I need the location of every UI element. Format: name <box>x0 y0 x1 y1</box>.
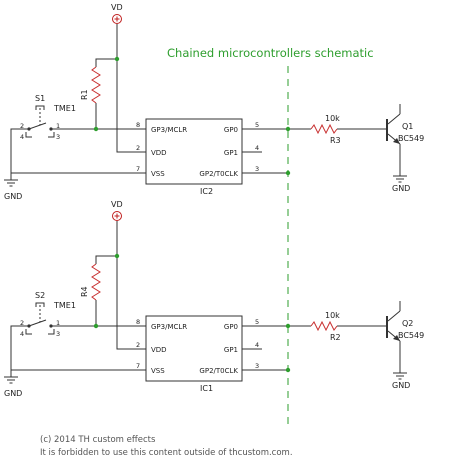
resistor-zigzag <box>310 123 338 135</box>
ground-icon <box>4 179 18 187</box>
usage-notice: It is forbidden to use this content outs… <box>40 448 293 458</box>
ic-pin-name: GP2/T0CLK <box>199 170 238 178</box>
ic-pin-name: GP1 <box>224 346 238 354</box>
junction-dot <box>285 367 291 373</box>
ic-pin-number: 4 <box>255 144 259 152</box>
pushbutton-switch <box>25 302 55 335</box>
switch-pin: 3 <box>56 133 60 141</box>
ic-pin-name: GP0 <box>224 323 238 331</box>
copyright-line: (c) 2014 TH custom effects <box>40 435 156 445</box>
ic-pin-name: GP1 <box>224 149 238 157</box>
vd-rail <box>95 221 118 264</box>
switch-ground-wire <box>10 325 29 374</box>
gnd-label: GND <box>4 389 22 398</box>
vd-label: VD <box>111 200 123 209</box>
transistor-gnd-label: GND <box>392 184 410 193</box>
junction-dot <box>93 126 99 132</box>
switch-bracket <box>25 329 32 335</box>
gnd-label: GND <box>4 192 22 201</box>
circle-plus-icon <box>112 14 122 24</box>
switch-cap <box>35 105 45 110</box>
junction-dot <box>93 323 99 329</box>
transistor-type: BC549 <box>398 134 424 143</box>
switch-pin: 4 <box>20 330 24 338</box>
transistor-name: Q1 <box>402 122 413 131</box>
base-resistor-value: 10k <box>325 311 340 320</box>
junction-dot <box>114 56 120 62</box>
switch-name: S2 <box>35 291 45 300</box>
switch-pin: 1 <box>56 319 60 327</box>
switch-pin: 1 <box>56 122 60 130</box>
ic-pin-name: VSS <box>151 367 165 375</box>
ic-pin-number: 4 <box>255 341 259 349</box>
ic-pin-number: 2 <box>136 341 140 349</box>
ic-pin-number: 5 <box>255 318 259 326</box>
ground-icon <box>4 376 18 384</box>
ic-pin-name: GP3/MCLR <box>151 126 187 134</box>
ic-pin-name: VDD <box>151 346 167 354</box>
ic-pin-number: 3 <box>255 362 259 370</box>
vd-label: VD <box>111 3 123 12</box>
ic-pin-number: 7 <box>136 165 140 173</box>
ic-pin-name: GP3/MCLR <box>151 323 187 331</box>
circle-plus-icon <box>112 211 122 221</box>
junction-dot <box>285 323 291 329</box>
switch-bracket <box>48 132 55 138</box>
transistor-collector <box>387 310 401 322</box>
npn-transistor-icon <box>386 310 401 342</box>
switch-ground-wire <box>10 128 29 177</box>
switch-bracket <box>48 329 55 335</box>
ic-name: IC2 <box>200 187 213 196</box>
junction-dot <box>285 126 291 132</box>
switch-type: TME1 <box>53 104 76 113</box>
pushbutton-switch <box>25 105 55 138</box>
switch-type: TME1 <box>53 301 76 310</box>
pullup-name: R4 <box>80 286 89 297</box>
ic-pin-number: 7 <box>136 362 140 370</box>
resistor-zigzag <box>91 263 101 301</box>
ic-pin-name: VDD <box>151 149 167 157</box>
switch-name: S1 <box>35 94 45 103</box>
ic-pin-name: GP2/T0CLK <box>199 367 238 375</box>
ic-pin-name: GP0 <box>224 126 238 134</box>
resistor-zigzag <box>310 320 338 332</box>
base-resistor-name: R2 <box>330 333 341 342</box>
switch-pin: 2 <box>20 319 24 327</box>
switch-pin: 2 <box>20 122 24 130</box>
ic-pin-number: 2 <box>136 144 140 152</box>
resistor-zigzag <box>91 66 101 104</box>
npn-transistor-icon <box>386 113 401 145</box>
ic-pin-number: 3 <box>255 165 259 173</box>
switch-blade <box>28 122 47 130</box>
transistor-type: BC549 <box>398 331 424 340</box>
junction-dot <box>285 170 291 176</box>
transistor-gnd-label: GND <box>392 381 410 390</box>
pullup-name: R1 <box>80 89 89 100</box>
vd-rail <box>95 24 118 67</box>
vdd-wire <box>116 256 136 350</box>
switch-cap <box>35 302 45 307</box>
switch-blade <box>28 319 47 327</box>
emitter-arrow-icon <box>393 335 400 341</box>
base-resistor-name: R3 <box>330 136 341 145</box>
transistor-name: Q2 <box>402 319 413 328</box>
junction-dot <box>114 253 120 259</box>
vdd-wire <box>116 59 136 153</box>
schematic-title: Chained microcontrollers schematic <box>167 46 374 60</box>
ic-pin-number: 8 <box>136 121 140 129</box>
base-resistor-value: 10k <box>325 114 340 123</box>
ic-pin-name: VSS <box>151 170 165 178</box>
emitter-arrow-icon <box>393 138 400 144</box>
ic-name: IC1 <box>200 384 213 393</box>
ic-pin-number: 5 <box>255 121 259 129</box>
switch-bracket <box>25 132 32 138</box>
transistor-collector <box>387 113 401 125</box>
ic-pin-number: 8 <box>136 318 140 326</box>
switch-pin: 3 <box>56 330 60 338</box>
switch-pin: 4 <box>20 133 24 141</box>
